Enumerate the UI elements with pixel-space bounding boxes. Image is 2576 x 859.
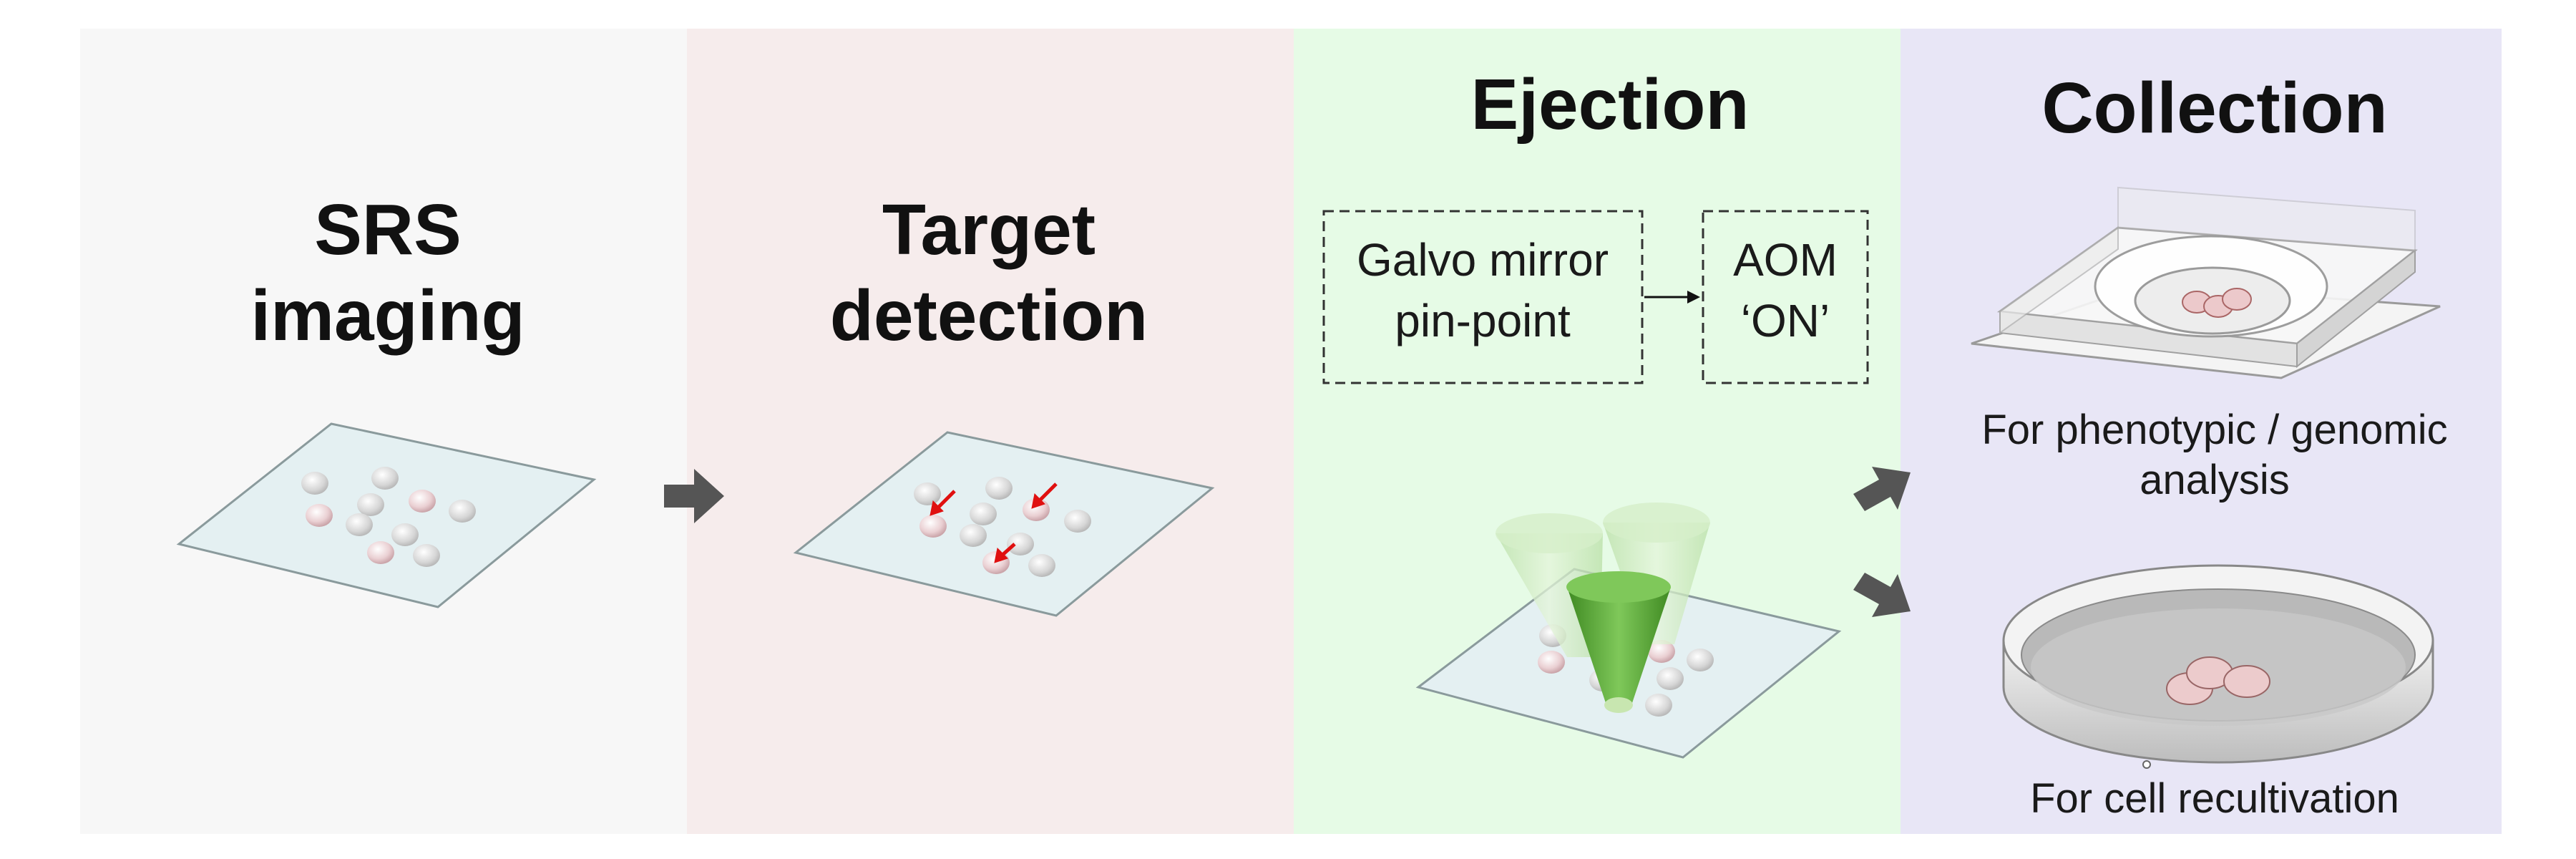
aom-box-line-1: AOM [1733, 234, 1838, 286]
ejection-title: Ejection [1471, 64, 1750, 145]
box-connector-arrow-icon [1644, 291, 1700, 304]
flow-arrow-down-icon [1853, 573, 1911, 617]
target-title-line-2: detection [830, 276, 1148, 356]
galvo-box-line-2: pin-point [1395, 295, 1571, 346]
panel-target-background [687, 29, 1294, 834]
galvo-box-line-1: Galvo mirror [1357, 234, 1609, 286]
ejection-cells [1538, 624, 1714, 717]
target-slide [793, 431, 1215, 617]
phenotypic-caption-line-1: For phenotypic / genomic [1981, 407, 2447, 453]
aom-box: AOM ‘ON’ [1702, 210, 1869, 384]
ejection-slide [1415, 503, 1842, 759]
flow-arrow-up-icon [1853, 467, 1911, 511]
target-arrow-icon [930, 482, 1058, 563]
recultivation-caption: For cell recultivation [2030, 775, 2399, 822]
target-title-line-1: Target [882, 190, 1096, 270]
target-cells [914, 477, 1091, 577]
galvo-box: Galvo mirror pin-point [1322, 210, 1644, 384]
srs-cells [301, 467, 476, 567]
flow-arrow-icon [664, 469, 724, 523]
aom-box-line-2: ‘ON’ [1741, 295, 1830, 346]
srs-title-line-2: imaging [250, 276, 525, 356]
srs-slide [176, 422, 597, 608]
petri-dish-icon [2002, 564, 2434, 769]
panel-srs-background [80, 29, 687, 834]
collection-title: Collection [2041, 68, 2387, 148]
laser-cone-icon [1496, 503, 1710, 713]
phenotypic-caption-line-2: analysis [2140, 457, 2290, 503]
srs-title-line-1: SRS [314, 190, 462, 270]
well-plate-icon [1971, 186, 2441, 379]
